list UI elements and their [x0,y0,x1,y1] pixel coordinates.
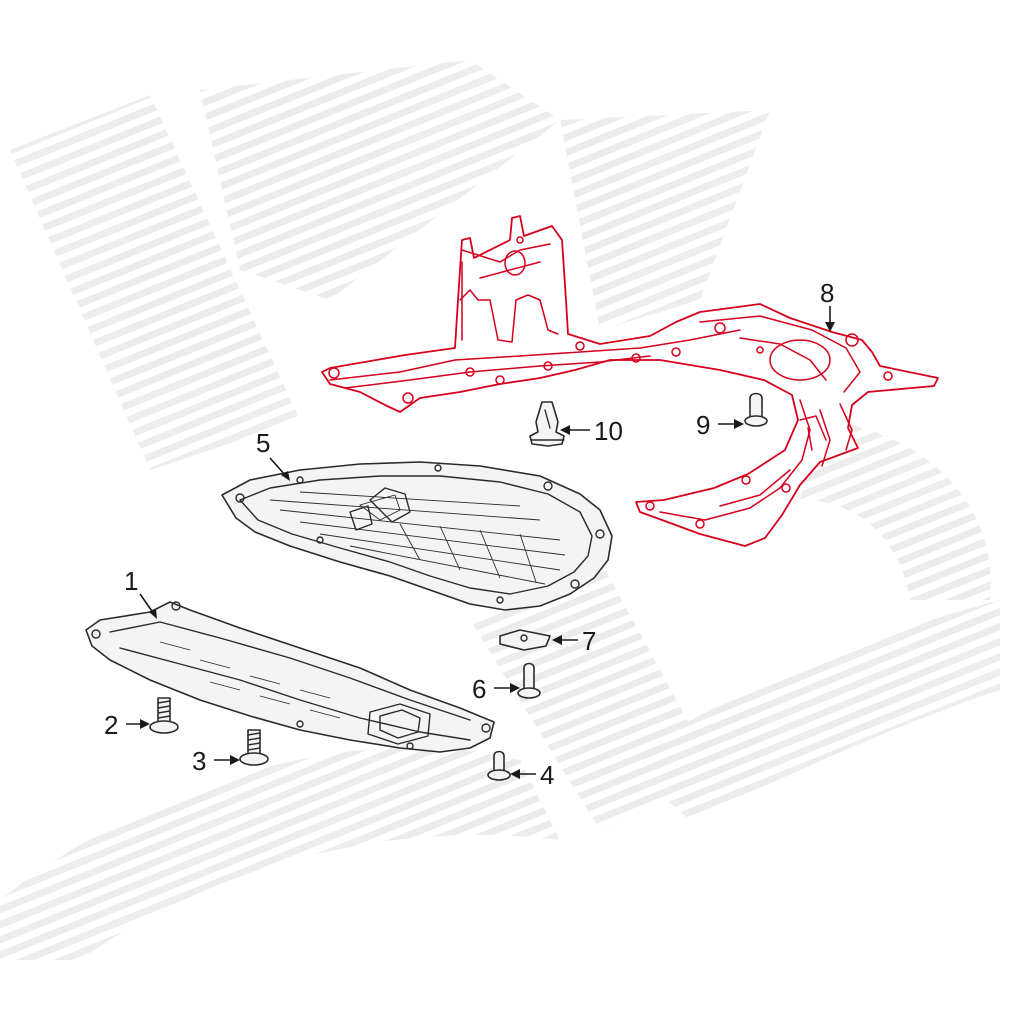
part-6-screw-shank [523,662,535,691]
part-1-front-undercover[interactable] [85,601,495,753]
part-1-outline [85,601,495,753]
callout-1[interactable]: 1 [124,566,138,596]
callout-8[interactable]: 8 [820,278,834,308]
callout-labels: 1 2 3 4 5 6 7 8 9 10 [104,278,834,790]
leader-1 [139,593,155,615]
part-8-detail-front-rail [329,329,741,389]
part-8-detail-right-tower [799,403,853,451]
watermark-logo [0,60,1000,960]
part-1-box [367,703,431,745]
part-6-screw[interactable] [517,662,541,699]
watermark-stroke-left [10,95,300,470]
part-8-detail-right-plate [699,315,861,393]
leader-lines [126,306,835,779]
part-10-clip-body [529,401,565,447]
arrowhead-4 [510,769,520,779]
part-9-bolt-shank [749,392,763,419]
part-8-detail-left-tower-2 [461,243,551,341]
part-2-bolt-head [149,720,179,734]
part-5-outline [221,461,613,611]
part-2-bolt-threads [157,700,171,719]
part-4-screw-shank [493,750,505,773]
arrowhead-7 [552,635,562,645]
callout-9[interactable]: 9 [696,410,710,440]
watermark-stroke-right [560,110,770,330]
part-8-subframe[interactable] [321,215,939,547]
callout-2[interactable]: 2 [104,710,118,740]
watermark-swoosh-right [620,600,1000,820]
part-10-clip-detail [531,409,565,441]
part-5-ribs [269,491,566,585]
part-1-bolt-holes [91,601,491,750]
part-5-center-bump [349,487,411,531]
part-8-detail-left-tower [459,289,559,343]
callout-7[interactable]: 7 [582,626,596,656]
part-3-bolt-threads [247,732,261,751]
watermark-swoosh-bottom [0,747,560,960]
part-7-nut-hole [520,634,528,642]
part-8-bolt-holes [328,236,893,529]
arrowhead-3 [230,755,240,765]
callout-4[interactable]: 4 [540,760,554,790]
part-9-bolt-head [744,415,768,427]
part-5-engine-undercover[interactable] [221,461,613,611]
part-7-clip-nut[interactable] [499,629,551,651]
part-9-bolt[interactable] [744,392,768,427]
part-8-hole-right [769,339,831,381]
watermark-stroke-mid [470,560,720,830]
arrowhead-1 [149,609,157,619]
leader-5 [269,457,287,477]
callout-5[interactable]: 5 [256,428,270,458]
arrowhead-10 [560,425,570,435]
part-1-slots [159,641,341,719]
callout-6[interactable]: 6 [472,674,486,704]
arrowhead-6 [510,683,520,693]
part-5-inner-rim [239,475,593,595]
part-7-nut-body [499,629,551,651]
part-4-screw[interactable] [487,750,511,781]
part-8-detail-right-arm [659,399,831,521]
part-3-bolt-head [239,752,269,766]
part-3-bolt[interactable] [239,729,269,766]
arrowhead-2 [140,719,150,729]
part-1-inner-rail [109,621,471,741]
callout-3[interactable]: 3 [192,746,206,776]
part-5-bolt-holes [235,464,605,604]
part-8-hole-tower [504,250,526,276]
part-10-clip[interactable] [529,401,565,447]
callout-10[interactable]: 10 [594,416,623,446]
watermark-g-shape [800,420,991,600]
arrowhead-9 [734,419,744,429]
part-4-screw-head [487,769,511,781]
part-6-screw-head [517,687,541,699]
arrowhead-5 [281,471,290,481]
part-2-bolt[interactable] [149,697,179,734]
watermark-stroke-top [200,60,560,300]
arrowhead-8 [825,322,835,332]
